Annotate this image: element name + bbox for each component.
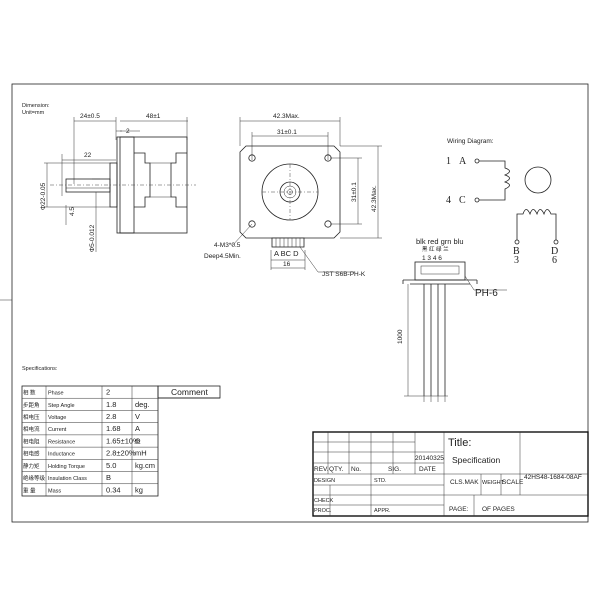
spec-cn-label: 相 数 xyxy=(23,389,36,397)
wire-num-1: 1 xyxy=(446,156,451,167)
dim-22: 22 xyxy=(84,152,92,159)
weight-label: WEIGHT xyxy=(482,480,505,486)
proc-label: PROC. xyxy=(314,508,332,514)
spec-en-label: Mass xyxy=(48,488,61,494)
title-value: Specification xyxy=(452,455,500,465)
wire-B: B xyxy=(513,246,520,257)
rev-label: REV. xyxy=(314,466,329,473)
pin-letters: A BC D xyxy=(274,249,299,258)
spec-cn-label: 步距角 xyxy=(23,401,40,409)
spec-unit: kg xyxy=(135,485,143,494)
dim-42-3-top: 42.3Max. xyxy=(273,113,300,120)
sheet-border xyxy=(11,83,589,523)
cls-mak-label: CLS.MAK xyxy=(450,479,479,486)
date-label: DATE xyxy=(419,466,437,473)
page-label: PAGE: xyxy=(449,506,469,513)
spec-value: 1.65±10% xyxy=(106,436,140,445)
spec-cn-label: 相电流 xyxy=(23,425,40,433)
wire-num-3: 3 xyxy=(514,255,519,266)
connector-note: JST S6B-PH-K xyxy=(322,271,366,278)
side-view: 24±0.5 48±1 2 22 Φ22-0.05 4.5 Φ5-0.012 xyxy=(40,113,196,252)
dimension-label: Dimension: xyxy=(22,103,50,109)
dim-48: 48±1 xyxy=(146,113,161,120)
spec-en-label: Resistance xyxy=(48,439,75,445)
design-label: DESIGN xyxy=(314,478,335,484)
spec-en-label: Insulation Class xyxy=(48,476,87,482)
dim-16: 16 xyxy=(283,261,291,268)
check-label: CHECK xyxy=(314,498,334,504)
qty-label: QTY. xyxy=(329,466,344,473)
spec-unit: V xyxy=(135,412,140,421)
dim-phi5: Φ5-0.012 xyxy=(89,224,96,252)
wiring-diagram: Wiring Diagram: 1 A 4 C B 3 D 6 xyxy=(446,138,559,266)
spec-value: 2.8±20% xyxy=(106,449,136,458)
of-pages-label: OF PAGES xyxy=(482,506,515,513)
spec-value: 5.0 xyxy=(106,461,116,470)
unit-label: Unit=mm xyxy=(22,110,45,116)
wire-num-6: 6 xyxy=(552,255,557,266)
spec-cn-label: 重 量 xyxy=(23,486,36,494)
spec-value: B xyxy=(106,473,111,482)
spec-cn-label: 相电阻 xyxy=(23,437,40,445)
title-label: Title: xyxy=(448,437,471,449)
spec-value: 1.68 xyxy=(106,424,121,433)
comment-header: Comment xyxy=(171,387,208,397)
spec-en-label: Step Angle xyxy=(48,403,75,409)
depth-note: Deep4.5Min. xyxy=(204,253,241,260)
spec-cn-label: 相电感 xyxy=(23,450,40,458)
dim-24: 24±0.5 xyxy=(80,113,100,120)
spec-unit: mH xyxy=(135,449,147,458)
dim-42-3-right: 42.3Max. xyxy=(371,185,378,212)
plug-pin-numbers: 1 3 4 6 xyxy=(422,255,442,262)
dim-phi22: Φ22-0.05 xyxy=(40,182,47,210)
front-view: 42.3Max. 31±0.1 31±0.1 42.3Max. 4-M3*0.5… xyxy=(204,113,382,278)
screw-note: 4-M3*0.5 xyxy=(214,242,241,249)
spec-value: 2 xyxy=(106,388,110,397)
specifications-table: Specifications: Comment 相 数 Phase 2 步距角 Step… xyxy=(21,366,221,497)
spec-cn-label: 相电压 xyxy=(23,413,40,421)
wire-D: D xyxy=(551,246,558,257)
spec-unit: A xyxy=(135,424,140,433)
spec-value: 0.34 xyxy=(106,485,121,494)
wire-colors: blk red grn blu xyxy=(416,237,464,246)
spec-en-label: Voltage xyxy=(48,415,66,421)
wire-colors-cn: 黑 红 绿 兰 xyxy=(422,245,449,253)
spec-unit: Ω xyxy=(135,436,141,445)
dim-31-top: 31±0.1 xyxy=(277,129,297,136)
wiring-title: Wiring Diagram: xyxy=(447,138,494,145)
cable-length: 1000 xyxy=(397,329,404,344)
wire-A: A xyxy=(459,156,467,167)
ph6-label: PH-6 xyxy=(475,288,498,299)
appr-label: APPR. xyxy=(374,508,391,514)
spec-cn-label: 静力矩 xyxy=(23,462,40,470)
spec-unit: kg.cm xyxy=(135,461,155,470)
wire-C: C xyxy=(459,195,466,206)
date-code: 20140325 xyxy=(415,455,444,462)
spec-unit: deg. xyxy=(135,400,150,409)
scale-label: SCALE xyxy=(502,479,524,486)
spec-cn-label: 绝缘等级 xyxy=(23,474,46,482)
dim-2: 2 xyxy=(126,128,130,135)
spec-en-label: Current xyxy=(48,427,67,433)
std-label: STD. xyxy=(374,478,387,484)
no-label: No. xyxy=(351,466,361,473)
spec-en-label: Holding Torque xyxy=(48,464,85,470)
part-number: 42HS48-1684-08AF xyxy=(524,474,582,481)
wire-num-4: 4 xyxy=(446,195,451,206)
sig-label: SIG. xyxy=(388,466,401,473)
spec-value: 1.8 xyxy=(106,400,116,409)
specifications-title: Specifications: xyxy=(22,366,58,372)
dim-31-right: 31±0.1 xyxy=(351,182,358,202)
plug-view: blk red grn blu 黑 红 绿 兰 1 3 4 6 PH-6 100… xyxy=(397,237,507,402)
dim-4-5: 4.5 xyxy=(69,207,76,216)
spec-en-label: Inductance xyxy=(48,452,75,458)
spec-en-label: Phase xyxy=(48,391,64,397)
spec-value: 2.8 xyxy=(106,412,116,421)
title-block: 20140325 Title: Specification 42HS48-168… xyxy=(312,431,589,517)
